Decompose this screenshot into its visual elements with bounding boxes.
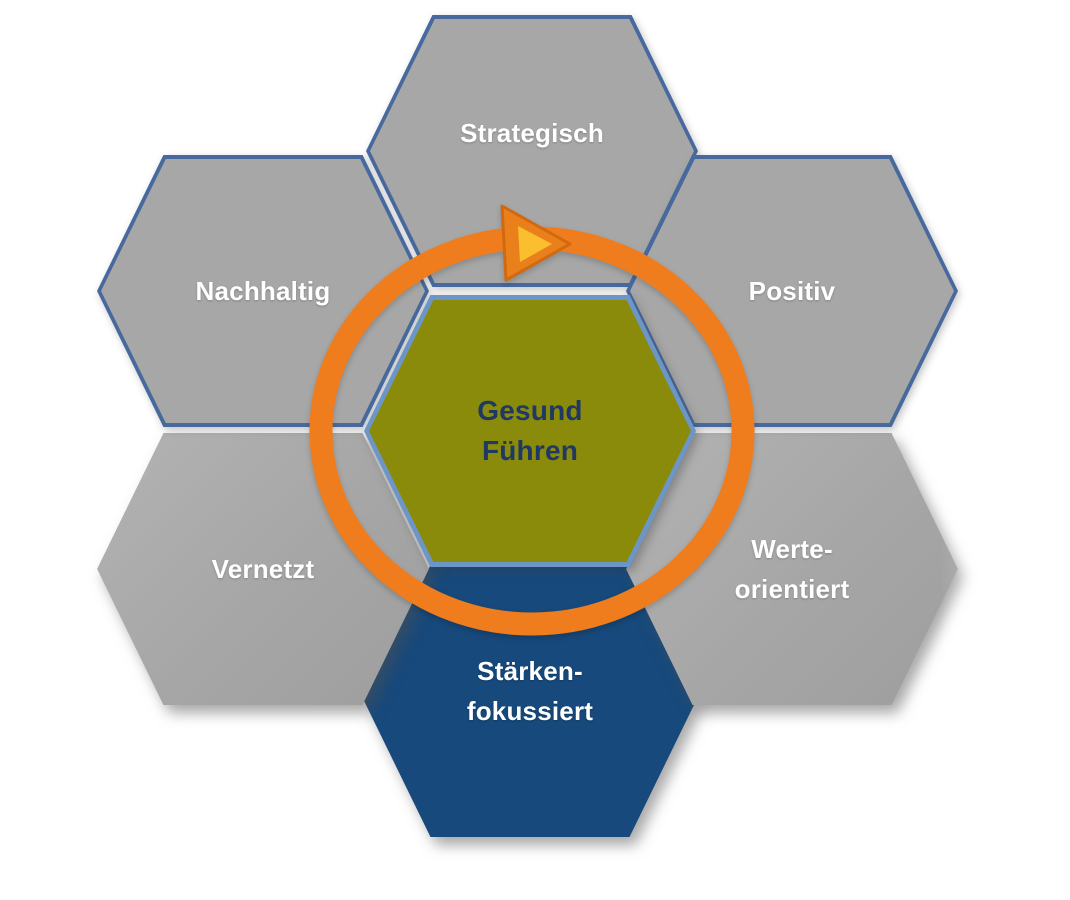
hexagon-label-werte-orientiert: Werte- orientiert: [734, 534, 850, 604]
vignette-overlay: [940, 380, 1070, 740]
hexagon-gesund-fuehren: Gesund Führen: [364, 295, 696, 567]
hexagon-label-positiv: Positiv: [748, 276, 836, 306]
hexagon-label-strategisch: Strategisch: [460, 118, 604, 148]
hexagon-label-gesund-fuehren: Gesund Führen: [477, 395, 583, 466]
hexagon-label-staerken-fokussiert: Stärken- fokussiert: [466, 656, 594, 726]
hexagon-label-vernetzt: Vernetzt: [211, 554, 315, 584]
hexagon-label-nachhaltig: Nachhaltig: [195, 276, 331, 306]
